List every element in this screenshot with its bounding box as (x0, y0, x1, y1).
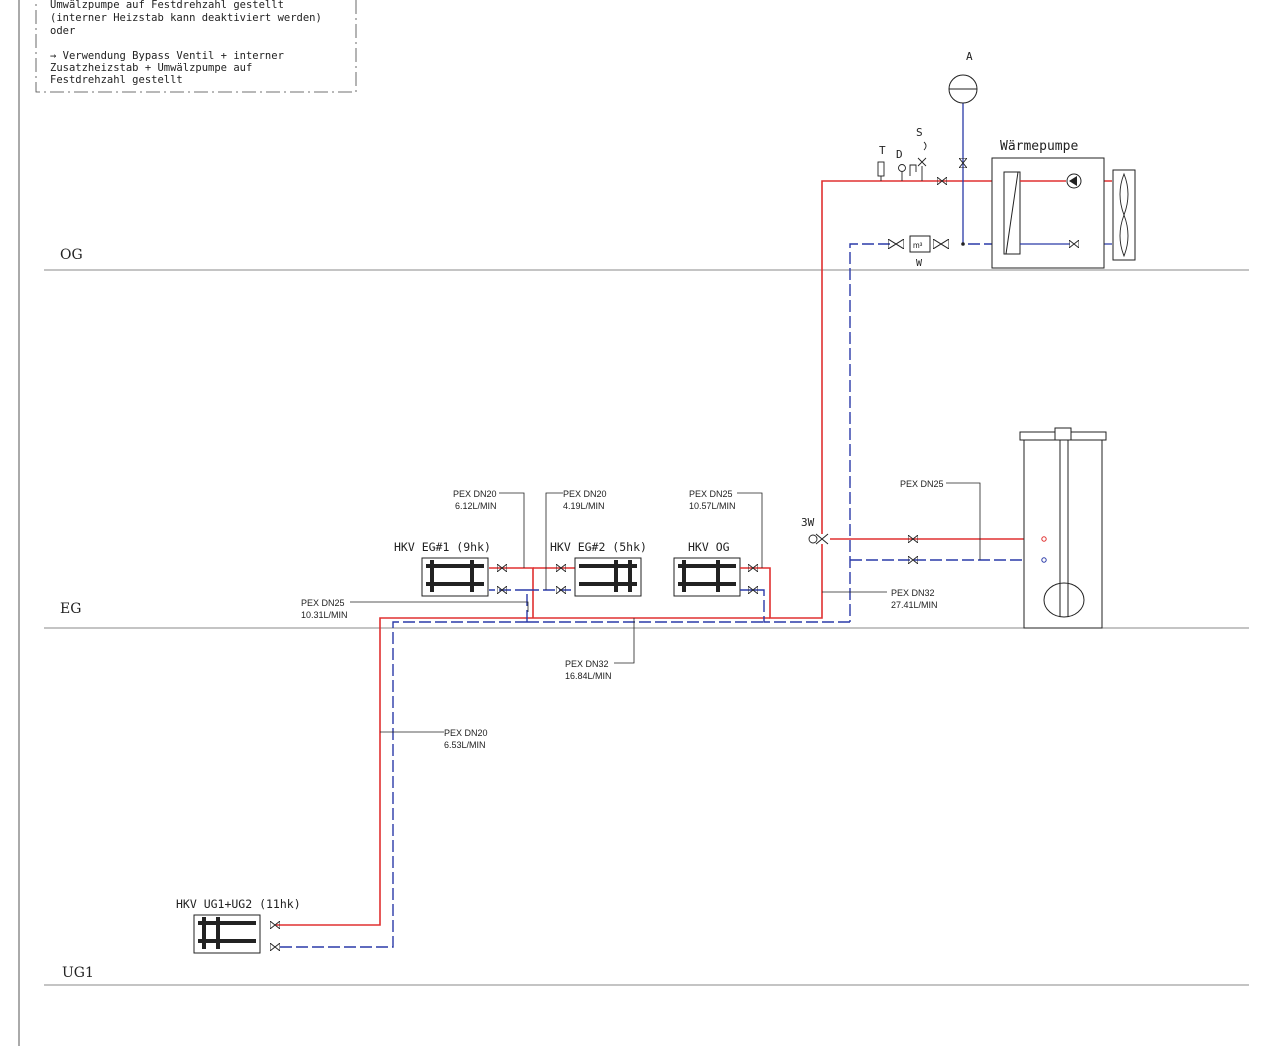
manifold-eg1: HKV EG#1 (9hk) (394, 540, 491, 597)
note-line: Umwälzpumpe auf Festdrehzahl gestellt (50, 0, 284, 11)
pipe-type: PEX DN25 (689, 489, 733, 499)
pipe-flow: 6.12L/MIN (455, 501, 497, 511)
expansion-vessel: A (948, 50, 978, 168)
pipe-label-ug: PEX DN20 6.53L/MIN (444, 728, 488, 750)
pipe-flow: 10.31L/MIN (301, 610, 348, 620)
note-line: (interner Heizstab kann deaktiviert werd… (50, 12, 322, 24)
manifold-label-ug: HKV UG1+UG2 (11hk) (176, 897, 301, 911)
pipe-type: PEX DN32 (891, 588, 935, 598)
manifold-og: HKV OG (673, 540, 741, 597)
pipe-label-eg2: PEX DN20 4.19L/MIN (563, 489, 607, 511)
pipe-flow: 10.57L/MIN (689, 501, 736, 511)
pipe-flow: 6.53L/MIN (444, 740, 486, 750)
heat-pump: Wärmepumpe (991, 139, 1136, 269)
manifold-label-og: HKV OG (688, 540, 730, 554)
safety-group (877, 141, 947, 185)
pipe-type: PEX DN20 (444, 728, 488, 738)
pipe-label-tank: PEX DN25 (900, 479, 944, 489)
pipe-flow: 4.19L/MIN (563, 501, 605, 511)
pipe-type: PEX DN25 (301, 598, 345, 608)
manifold-eg2: HKV EG#2 (5hk) (550, 540, 647, 597)
meter-unit-label: m³ (913, 241, 923, 250)
label-leaders (350, 482, 981, 733)
manifold-valves (270, 564, 758, 951)
pipe-label-main: PEX DN32 27.41L/MIN (891, 588, 938, 610)
note-line: → Verwendung Bypass Ventil + interner (50, 50, 284, 62)
pipe-label-eg-left: PEX DN25 10.31L/MIN (301, 598, 348, 620)
pipe-type: PEX DN20 (563, 489, 607, 499)
floor-label-og: OG (60, 247, 83, 263)
storage-tank (1019, 427, 1107, 629)
floor-label-ug1: UG1 (62, 965, 94, 981)
safety-valve-label: S (916, 126, 923, 139)
floor-label-eg: EG (60, 601, 81, 617)
heat-meter: m³ W (888, 235, 965, 269)
three-way-valve: 3W (801, 516, 829, 545)
note-line: Festdrehzahl gestellt (50, 74, 183, 86)
manifold-label-eg1: HKV EG#1 (9hk) (394, 540, 491, 554)
thermometer-label: T (879, 144, 886, 157)
pipe-type: PEX DN32 (565, 659, 609, 669)
manifold-label-eg2: HKV EG#2 (5hk) (550, 540, 647, 554)
pipe-type: PEX DN25 (900, 479, 944, 489)
note-line: Zusatzheizstab + Umwälzpumpe auf (50, 62, 252, 74)
vessel-label: A (966, 50, 973, 63)
note-line: oder (50, 25, 75, 37)
heat-pump-label: Wärmepumpe (1000, 139, 1078, 154)
pipe-label-lower: PEX DN32 16.84L/MIN (565, 659, 612, 681)
three-way-label: 3W (801, 516, 815, 529)
manifold-ug: HKV UG1+UG2 (11hk) (176, 897, 301, 954)
pipe-type: PEX DN20 (453, 489, 497, 499)
pipe-label-eg1: PEX DN20 6.12L/MIN (453, 489, 497, 511)
pipe-flow: 16.84L/MIN (565, 671, 612, 681)
note-box: Umwälzpumpe auf Festdrehzahl gestellt (i… (35, 0, 357, 93)
manometer-label: D (896, 148, 903, 161)
pipe-flow: 27.41L/MIN (891, 600, 938, 610)
pipe-label-og: PEX DN25 10.57L/MIN (689, 489, 736, 511)
meter-label: W (916, 258, 923, 269)
